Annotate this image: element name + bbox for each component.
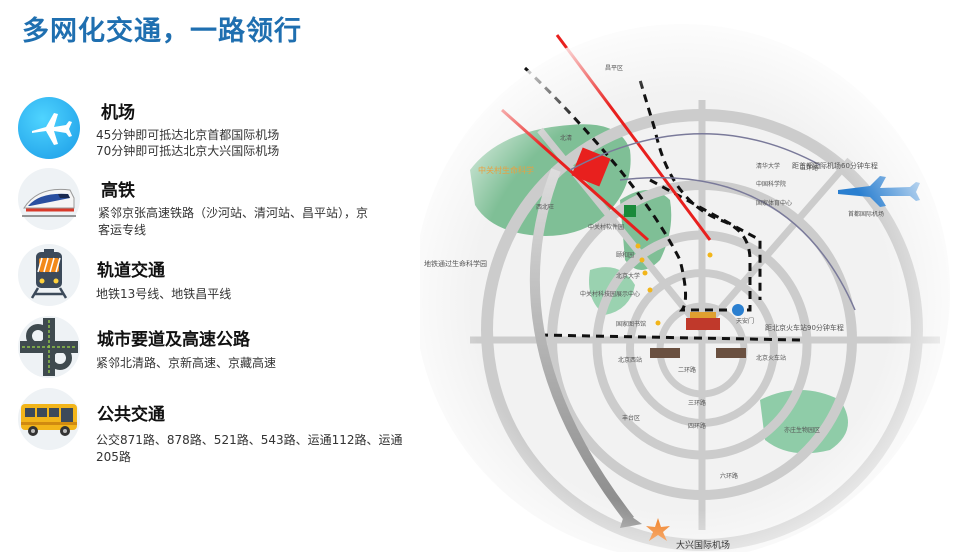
- item-title: 城市要道及高速公路: [97, 330, 250, 350]
- svg-text:二环路: 二环路: [678, 366, 696, 374]
- svg-text:北京大学: 北京大学: [616, 272, 640, 280]
- svg-text:北清: 北清: [560, 134, 572, 142]
- svg-text:国家体育中心: 国家体育中心: [756, 199, 792, 207]
- svg-text:六环路: 六环路: [720, 472, 738, 480]
- svg-text:清华大学: 清华大学: [756, 162, 780, 170]
- svg-text:昌平区: 昌平区: [605, 65, 623, 72]
- svg-text:北京西站: 北京西站: [618, 356, 642, 364]
- highway-interchange-icon: [18, 316, 80, 378]
- svg-text:颐和园: 颐和园: [616, 251, 634, 259]
- svg-text:丰台区: 丰台区: [622, 414, 640, 422]
- svg-text:中关村软件园: 中关村软件园: [588, 223, 624, 231]
- high-speed-train-icon: [18, 168, 80, 230]
- svg-text:亦庄生物园区: 亦庄生物园区: [784, 426, 820, 434]
- item-title: 机场: [101, 103, 135, 123]
- svg-text:北京火车站: 北京火车站: [756, 354, 786, 362]
- item-line: 45分钟即可抵达北京首都国际机场: [96, 128, 280, 142]
- svg-text:距首都国际机场60分钟车程: 距首都国际机场60分钟车程: [792, 161, 878, 170]
- item-line: 70分钟即可抵达北京大兴国际机场: [96, 144, 280, 158]
- item-title: 轨道交通: [97, 261, 165, 281]
- page-title: 多网化交通，一路领行: [22, 16, 302, 47]
- item-title: 公共交通: [97, 405, 165, 425]
- svg-text:大兴国际机场: 大兴国际机场: [676, 539, 730, 551]
- svg-text:地铁通过生命科学园: 地铁通过生命科学园: [424, 259, 487, 268]
- svg-text:天安门: 天安门: [736, 317, 754, 325]
- airplane-icon: [18, 97, 80, 159]
- svg-text:中关村科技园展示中心: 中关村科技园展示中心: [580, 290, 640, 298]
- item-line: 地铁13号线、地铁昌平线: [96, 287, 232, 301]
- svg-text:四环路: 四环路: [688, 422, 706, 430]
- beijing-transport-map: 昌平区 中关村生命科学 北清 西北旺 中关村软件园 清华大学 中国科学院 国家体…: [412, 0, 964, 556]
- svg-text:距北京火车站90分钟车程: 距北京火车站90分钟车程: [765, 323, 844, 332]
- svg-text:国家图书馆: 国家图书馆: [616, 320, 646, 328]
- svg-text:中国科学院: 中国科学院: [756, 180, 786, 188]
- item-line: 紧邻北清路、京新高速、京藏高速: [96, 356, 277, 370]
- svg-text:五环路: 五环路: [800, 164, 818, 172]
- svg-text:首都国际机场: 首都国际机场: [848, 210, 884, 218]
- item-line: 客运专线: [98, 223, 147, 237]
- svg-text:西北旺: 西北旺: [536, 203, 554, 211]
- item-title: 高铁: [101, 181, 135, 201]
- svg-text:三环路: 三环路: [688, 399, 706, 407]
- item-line: 公交871路、878路、521路、543路、运通112路、运通: [96, 433, 403, 447]
- item-line: 205路: [96, 450, 131, 464]
- bus-icon: [18, 388, 80, 450]
- subway-icon: [18, 244, 80, 306]
- zgc-life-label: 中关村生命科学: [478, 165, 534, 175]
- item-line: 紧邻京张高速铁路（沙河站、清河站、昌平站），京: [98, 206, 369, 220]
